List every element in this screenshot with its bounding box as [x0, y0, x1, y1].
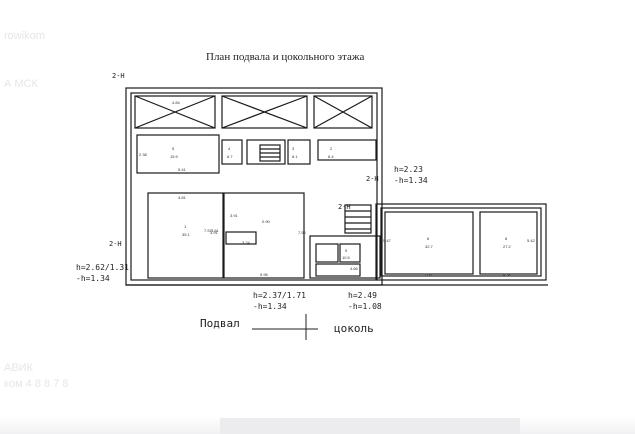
dimension: 3.91 [230, 213, 239, 218]
section-marker: 2-H [112, 72, 125, 80]
dimension: 5.42 [527, 238, 536, 243]
watermark-text-2: А МСК [4, 78, 38, 90]
dimension: 7.56 [298, 230, 307, 235]
room-area: 35.1 [182, 232, 191, 237]
room-area: 15.9 [170, 154, 179, 159]
height-label: h=2.37/1.71 [253, 291, 306, 300]
height-label: -h=1.08 [348, 302, 382, 311]
room-number: 4 [228, 146, 231, 151]
dimension: 7.68 [424, 272, 433, 277]
room-number: 6 [427, 236, 430, 241]
room-area: 8.1 [292, 154, 298, 159]
watermark-text-3: АВИК [4, 362, 33, 374]
dimension: 7.57 [204, 228, 213, 233]
section-marker: 2-H [109, 240, 122, 248]
room-area: 42.7 [425, 244, 434, 249]
room-number: 5 [172, 146, 175, 151]
height-label: -h=1.34 [253, 302, 287, 311]
height-label: -h=1.34 [394, 176, 428, 185]
bottom-bar [220, 418, 520, 434]
dimension: 0.90 [262, 219, 271, 224]
dimension: 4.66 [350, 266, 359, 271]
dimension: 2.38 [139, 152, 148, 157]
height-label: -h=1.34 [76, 274, 110, 283]
room-area: 10.5 [342, 255, 351, 260]
room-number: 9 [345, 248, 348, 253]
room-area: 27.2 [503, 244, 512, 249]
watermark-text-4: ком 4 8 8 7 8 [4, 378, 69, 390]
dimension: 5.96 [260, 272, 269, 277]
room-number: 3 [292, 146, 295, 151]
dimension: 4.84 [172, 100, 181, 105]
dimension: 4.38 [503, 272, 512, 277]
room-number: 8 [505, 236, 508, 241]
walls [125, 87, 548, 286]
height-label: h=2.49 [348, 291, 377, 300]
height-label: h=2.23 [394, 165, 423, 174]
watermark-text-1: rowikom [4, 30, 45, 42]
dimension: 3.61 [211, 228, 220, 233]
room-number: 2 [330, 146, 333, 151]
dimension: 5.41 [178, 167, 187, 172]
dimension: 3.24 [242, 240, 251, 245]
height-label: h=2.62/1.31 [76, 263, 129, 272]
room-area: 6.7 [227, 154, 233, 159]
section-marker: 2-H [366, 175, 379, 183]
room-area: 6.4 [328, 154, 334, 159]
dimension: 4.81 [178, 195, 187, 200]
dimension: 5.47 [383, 238, 392, 243]
section-marker: 2-H [338, 203, 351, 211]
dimension-labels: 4.84 2.38 3.91 4.81 3.24 7.57 5.96 7.56 … [139, 100, 536, 277]
level-divider-icon [252, 314, 318, 340]
room-labels: 5 15.9 4 6.7 3 8.1 2 6.4 1 35.1 6 42.7 8… [170, 146, 512, 260]
dimension: 3.91 [210, 230, 219, 235]
plinth-label: цоколь [334, 322, 374, 335]
plan-title: План подвала и цокольного этажа [206, 51, 364, 63]
basement-label: Подвал [200, 317, 240, 330]
room-number: 1 [184, 224, 187, 229]
